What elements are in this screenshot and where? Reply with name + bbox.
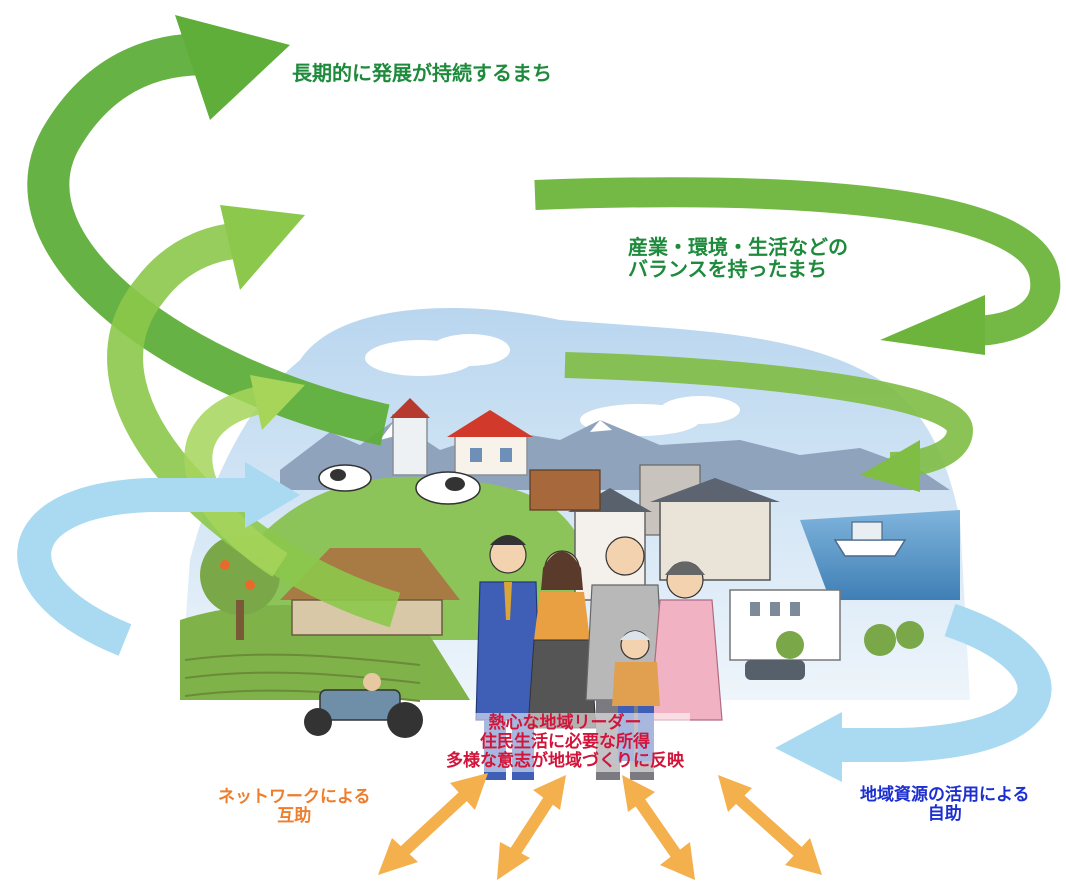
label-center-line3: 多様な意志が地域づくりに反映: [446, 751, 684, 772]
blue-arrow-right-head: [775, 712, 842, 782]
orange-arrow-2: [497, 775, 566, 880]
green-arrow-top-right: [534, 177, 1061, 346]
green-arrow-inner-left-head: [250, 375, 305, 430]
label-resources-line2: 自助: [927, 804, 962, 825]
label-resources-self-help: 地域資源の活用による 自助: [860, 785, 1030, 825]
label-network-line1: ネットワークによる: [218, 787, 371, 807]
blue-arrow-left: [17, 478, 250, 656]
blue-arrows: [17, 462, 1052, 782]
label-network-mutual-aid: ネットワークによる 互助: [218, 787, 371, 827]
blue-arrow-left-head: [245, 462, 300, 528]
label-network-line2: 互助: [277, 806, 312, 827]
green-arrow-middle-left-head: [220, 205, 305, 290]
label-resources-line1: 地域資源の活用による: [860, 785, 1030, 805]
label-center-line1: 熱心な地域リーダー: [488, 713, 642, 733]
green-arrow-outer-left: [27, 33, 390, 446]
blue-arrow-right: [835, 603, 1052, 762]
green-arrows: [27, 15, 1061, 628]
green-arrow-inner-left: [184, 386, 288, 577]
label-center-line2: 住民生活に必要な所得: [480, 732, 650, 753]
green-arrow-inner-right-head: [860, 440, 920, 492]
label-balanced-town-line1: 産業・環境・生活などの: [628, 235, 848, 259]
green-arrow-inner-right: [564, 352, 974, 478]
green-arrow-top-right-head: [880, 295, 985, 355]
orange-arrow-4: [718, 775, 822, 875]
label-center-conditions: 熱心な地域リーダー 住民生活に必要な所得 多様な意志が地域づくりに反映: [440, 713, 690, 773]
green-arrow-outer-left-head: [175, 15, 290, 120]
label-balanced-town: 産業・環境・生活などの バランスを持ったまち: [628, 236, 848, 281]
orange-arrow-1: [378, 773, 488, 875]
label-sustainable-town: 長期的に発展が持続するまち: [292, 61, 552, 85]
orange-arrow-3: [622, 775, 695, 880]
orange-arrows: [378, 773, 822, 880]
label-balanced-town-line2: バランスを持ったまち: [628, 257, 827, 282]
